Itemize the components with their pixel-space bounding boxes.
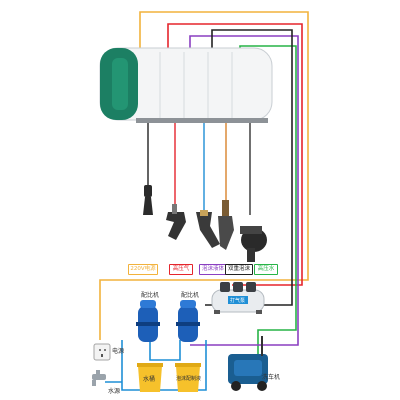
power-line (99, 11, 309, 340)
water-loop-mid (149, 340, 181, 361)
pressure-washer-label: 洗车机 (262, 374, 281, 381)
hose-reel-unit (99, 47, 273, 123)
legend-air: 高压气 (169, 264, 193, 275)
dosing-pump-icon-2 (176, 300, 200, 342)
air-compressor-icon (211, 282, 265, 314)
foam-bucket-icon (175, 363, 201, 392)
water-loop (121, 340, 207, 391)
drop-hoses (147, 123, 251, 215)
foam-gun-icon (196, 210, 220, 248)
water-source-label: 水源 (108, 388, 121, 395)
compressor-label: 打气泵 (230, 298, 246, 304)
air-blow-gun-icon (166, 204, 186, 240)
dosing-pump-left-label: 配比机 (141, 292, 160, 299)
pressure-washer-icon (228, 336, 268, 391)
dosing-pump-right-label: 配比机 (181, 292, 200, 299)
water-faucet-icon (92, 370, 106, 386)
water-bucket-icon (137, 363, 163, 392)
air-tool-icon (218, 200, 234, 250)
dosing-pump-icon (136, 300, 160, 342)
legend-double-foam: 双重泡沫 (225, 264, 253, 275)
spray-gun-icon (240, 226, 267, 262)
legend-power: 220V电源 (128, 264, 158, 275)
legend-water: 高压水 (254, 264, 278, 275)
bucket-foam-label: 泡沫配制液 (176, 376, 202, 382)
bucket-water-label: 水桶 (143, 376, 156, 383)
power-outlet-icon (93, 343, 111, 361)
vacuum-nozzle-icon (143, 185, 153, 215)
air-line (167, 23, 303, 286)
legend-foam: 泡沫液体 (199, 264, 227, 275)
power-outlet-label: 电源 (112, 348, 125, 355)
